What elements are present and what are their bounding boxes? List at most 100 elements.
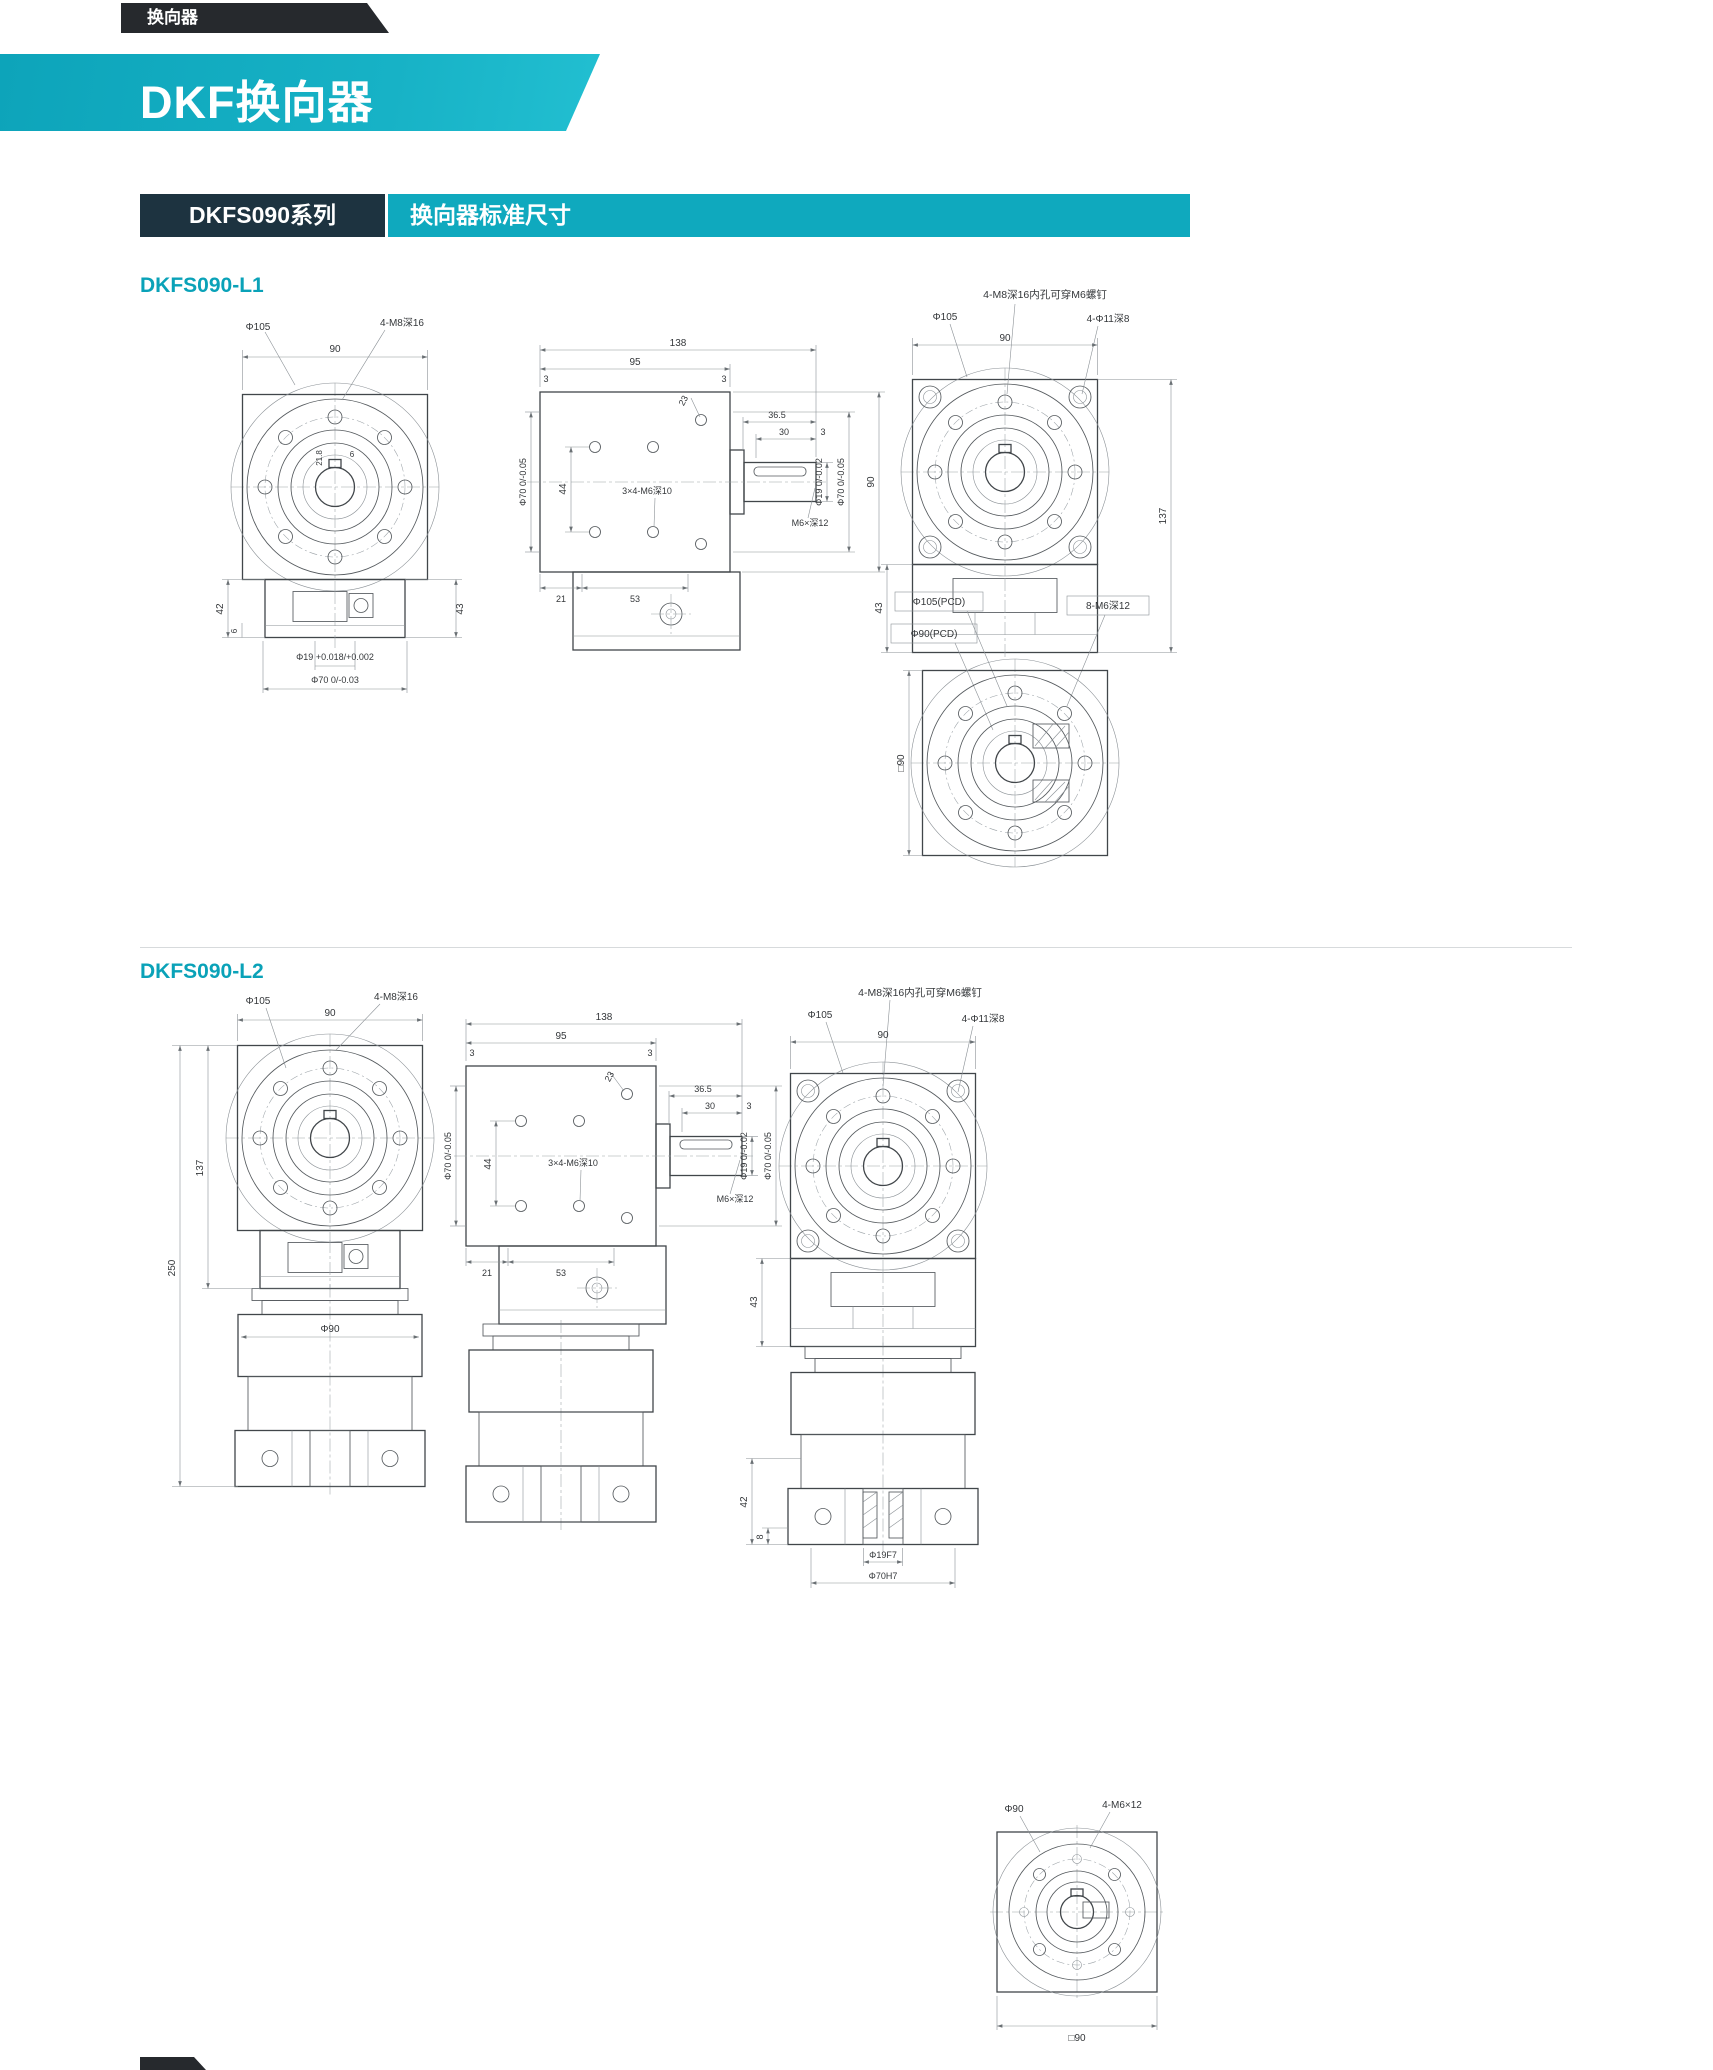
flange-face	[990, 1825, 1164, 1999]
dim-53: 53	[630, 594, 640, 604]
dim-43: 43	[874, 602, 885, 614]
dim-spigot-tol: Φ70 0/-0.03	[311, 675, 359, 685]
dim-53: 53	[556, 1268, 566, 1278]
flange-face	[225, 1033, 435, 1243]
dim-pcd105: Φ105	[808, 1010, 833, 1021]
dim-phi90: Φ90	[320, 1324, 340, 1335]
page-title: DKF换向器	[140, 77, 374, 128]
top-category-tab: 换向器	[121, 3, 389, 33]
dim-30: 30	[705, 1101, 715, 1111]
dim-43: 43	[455, 603, 466, 615]
dimension-lines	[996, 1811, 1158, 2030]
l2-back-view: 4-M8深16内孔可穿M6螺钉 Φ105 4-Φ11深8 90 43 42 8 …	[739, 986, 1005, 1588]
dim-3-left: 3	[469, 1048, 474, 1058]
keyway-section-hatch	[1032, 723, 1070, 803]
mount-bracket	[259, 1229, 401, 1290]
motor-housing-stack	[234, 1283, 426, 1496]
lower-housing	[572, 571, 741, 651]
flange-face	[779, 1062, 987, 1270]
dim-spigot-right: Φ70 0/-0.05	[763, 1132, 773, 1180]
dimension-lines	[172, 1003, 423, 1487]
dimension-lines	[450, 1019, 782, 1266]
l2-front-view: Φ105 4-M8深16 90 137 250 Φ90	[167, 991, 435, 1496]
mount-bracket	[789, 1257, 977, 1348]
dim-spigot-left: Φ70 0/-0.05	[518, 458, 528, 506]
l2-side-view: 138 95 3 3 23 36.5 30 3 44 Φ70 0/-0.05 3…	[443, 1012, 782, 1531]
dim-3-shaft: 3	[820, 427, 825, 437]
dim-pcd105: Φ105	[246, 996, 271, 1007]
dim-bore-tol: Φ19 +0.018/+0.002	[296, 652, 374, 662]
top-category-label: 换向器	[147, 8, 198, 27]
l1-side-view: 138 95 3 3 23 36.5 30 3 44 Φ70 0/-0.05 3…	[518, 338, 885, 651]
motor-housing-stack	[465, 1319, 657, 1531]
dim-43: 43	[749, 1296, 760, 1308]
dim-95: 95	[555, 1031, 567, 1042]
dim-cbore-holes: 4-Φ11深8	[962, 1013, 1005, 1025]
model-label-l2: DKFS090-L2	[140, 960, 264, 983]
callout-boxes	[890, 591, 1150, 731]
dim-width-90: 90	[324, 1008, 336, 1019]
dim-95: 95	[629, 357, 641, 368]
dim-42: 42	[739, 1496, 750, 1508]
section-title-bar: 换向器标准尺寸	[388, 194, 1190, 237]
dim-shaft-dia: Φ19 0/-0.02	[739, 1132, 749, 1180]
l1-output-flange-view: Φ105(PCD) 8-M6深12 Φ90(PCD) □90	[890, 591, 1150, 868]
dimension-lines	[525, 345, 885, 592]
dim-width-90: 90	[329, 344, 341, 355]
dim-3-right: 3	[647, 1048, 652, 1058]
dim-36-5: 36.5	[694, 1084, 712, 1094]
mount-bracket	[264, 578, 406, 648]
dim-30: 30	[779, 427, 789, 437]
dim-138: 138	[670, 338, 687, 349]
label-end-tap: M6×深12	[717, 1194, 754, 1204]
dim-8: 8	[755, 1534, 765, 1539]
dim-phi90: Φ90	[1004, 1804, 1024, 1815]
l1-back-view: 4-M8深16内孔可穿M6螺钉 Φ105 4-Φ11深8 90 43 137	[874, 288, 1177, 660]
dim-tap-holes: 4-M6×12	[1102, 1800, 1142, 1811]
dim-key-width: 6	[350, 450, 355, 459]
dimension-lines	[881, 303, 1177, 653]
dim-pcd105: Φ105	[933, 312, 958, 323]
dim-36-5: 36.5	[768, 410, 786, 420]
flange-face	[910, 658, 1120, 868]
series-name-box: DKFS090系列	[140, 194, 385, 237]
dim-44: 44	[483, 1158, 494, 1170]
note-tap-through: 4-M8深16内孔可穿M6螺钉	[858, 986, 982, 999]
dim-42: 42	[215, 603, 226, 615]
section-divider	[140, 947, 1572, 948]
dim-tap-holes: 4-M8深16	[380, 317, 424, 329]
dim-bore-fit: Φ19F7	[869, 1550, 897, 1560]
dim-pcd105: Φ105	[246, 322, 271, 333]
bore-section-hatch	[862, 1491, 904, 1539]
dim-spigot-left: Φ70 0/-0.05	[443, 1132, 453, 1180]
dimension-lines	[746, 999, 976, 1588]
label-pcd90: Φ90(PCD)	[911, 629, 958, 640]
dim-23: 23	[677, 394, 691, 408]
l1-front-view: Φ105 4-M8深16 90 21.8 6 42 6 43 Φ19 +0.01…	[215, 317, 466, 693]
dim-21: 21	[556, 594, 566, 604]
flange-face	[230, 382, 440, 592]
label-pcd105: Φ105(PCD)	[913, 597, 965, 608]
lower-housing	[498, 1245, 667, 1325]
dim-250: 250	[167, 1259, 178, 1276]
dim-3-right: 3	[721, 374, 726, 384]
dim-44: 44	[558, 483, 569, 495]
l2-output-flange-view: Φ90 4-M6×12 □90	[990, 1800, 1164, 2044]
dim-3-shaft: 3	[746, 1101, 751, 1111]
dim-spigot-fit: Φ70H7	[869, 1571, 898, 1581]
dim-3-left: 3	[543, 374, 548, 384]
dim-square-90: □90	[896, 754, 907, 772]
label-end-tap: M6×深12	[792, 518, 829, 528]
label-8-m6: 8-M6深12	[1086, 600, 1130, 612]
dim-tap-holes: 4-M8深16	[374, 991, 418, 1003]
dim-90: 90	[866, 476, 877, 488]
model-label-l1: DKFS090-L1	[140, 274, 264, 297]
dim-6: 6	[230, 628, 239, 633]
dimension-lines	[903, 670, 923, 856]
dim-137: 137	[195, 1159, 206, 1176]
dim-137: 137	[1158, 507, 1169, 524]
dim-width-90: 90	[877, 1030, 889, 1041]
dim-138: 138	[596, 1012, 613, 1023]
dim-23: 23	[603, 1070, 617, 1084]
